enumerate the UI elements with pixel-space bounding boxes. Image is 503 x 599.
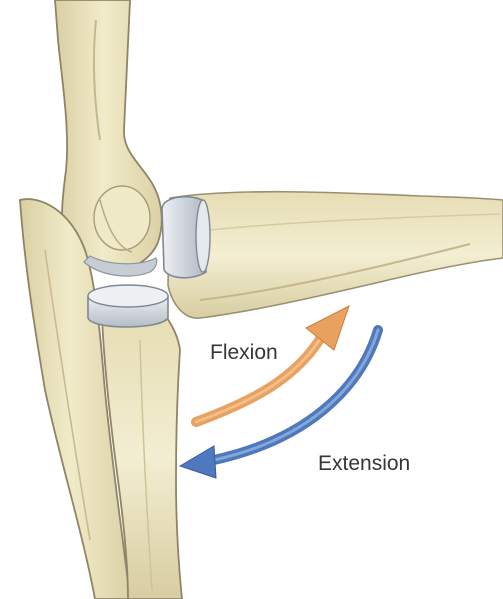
radius-cartilage-disc [88,285,168,327]
horizontal-forearm-bone [168,192,503,318]
extension-label: Extension [318,452,410,475]
horizontal-bone-cartilage-disc [162,197,210,278]
flexion-label: Flexion [210,341,278,364]
